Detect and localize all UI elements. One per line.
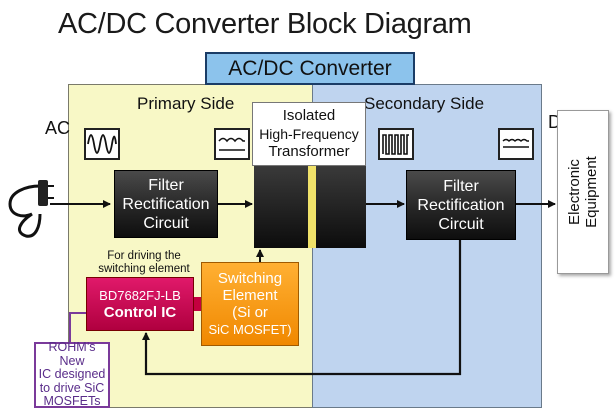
switching-line4: SiC MOSFET) [208, 322, 292, 337]
ac-plug-icon [8, 180, 54, 238]
ripple-wave-icon [214, 128, 250, 160]
transformer-core-secondary [316, 166, 366, 248]
control-ic-part-number: BD7682FJ-LB [99, 287, 181, 303]
primary-side-label: Primary Side [137, 94, 235, 113]
control-ic-block: BD7682FJ-LB Control IC [86, 277, 194, 331]
ac-sine-wave-icon [84, 128, 120, 160]
equipment-line1: Electronic [566, 159, 583, 225]
equipment-line2: Equipment [583, 156, 600, 228]
transformer-label: Isolated High-Frequency Transformer [252, 102, 366, 166]
transformer-isolation-gap [308, 166, 316, 248]
feedback-line [142, 240, 462, 376]
switching-line3: (Si or [232, 304, 268, 321]
rohm-note-line1: ROHM’s New [48, 340, 96, 368]
secondary-side-label: Secondary Side [364, 94, 485, 113]
secondary-filter-line2: Rectification [417, 196, 505, 214]
converter-header: AC/DC Converter [205, 52, 415, 85]
rohm-note-line2: IC designed [38, 367, 106, 382]
equipment-label: Electronic Equipment [566, 156, 600, 228]
dc-ripple-icon [498, 128, 534, 160]
electronic-equipment-block: Electronic Equipment [557, 110, 609, 274]
transformer-core-primary [254, 166, 308, 248]
primary-filter-line3: Circuit [143, 214, 189, 232]
rohm-note-line4: MOSFETs [43, 394, 101, 409]
secondary-filter-line1: Filter [443, 177, 479, 195]
secondary-filter-line3: Circuit [438, 215, 484, 233]
transformer-line3: Transformer [268, 143, 350, 160]
primary-filter-block: Filter Rectification Circuit [114, 170, 218, 238]
transformer-line1: Isolated [282, 107, 336, 124]
primary-filter-line2: Rectification [122, 195, 210, 213]
page-title: AC/DC Converter Block Diagram [58, 8, 472, 40]
rohm-note-line3: to drive SiC [39, 380, 105, 395]
transformer-line2: High-Frequency [259, 126, 359, 142]
switching-element-block: Switching Element (Si or SiC MOSFET) [201, 262, 299, 346]
drive-note-line1: For driving the [107, 250, 181, 262]
secondary-filter-block: Filter Rectification Circuit [406, 170, 516, 240]
primary-filter-line1: Filter [148, 176, 184, 194]
rohm-note: ROHM’s New IC designed to drive SiC MOSF… [34, 340, 110, 409]
ac-label: AC [45, 118, 71, 138]
square-wave-icon [378, 128, 414, 160]
switching-line2: Element [222, 287, 278, 304]
rohm-bracket-line [69, 312, 86, 342]
control-ic-name: Control IC [103, 303, 177, 321]
drive-note-line2: switching element [98, 263, 190, 275]
switching-line1: Switching [217, 270, 283, 287]
drive-note: For driving the switching element [92, 250, 196, 276]
